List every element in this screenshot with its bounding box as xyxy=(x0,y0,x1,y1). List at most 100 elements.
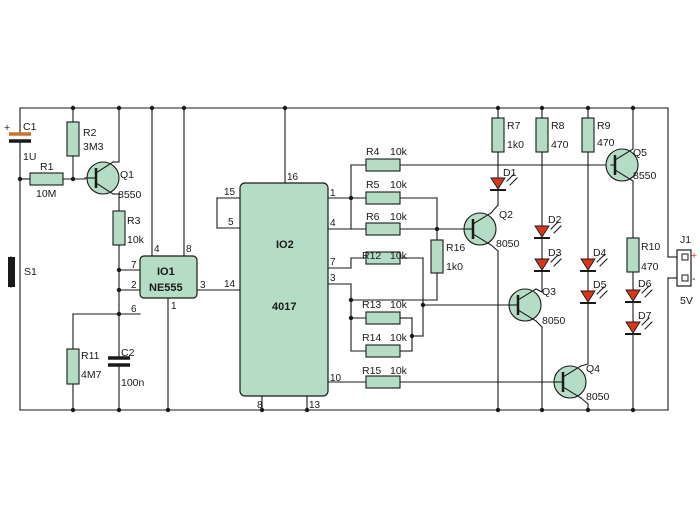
c1-value-label: 1U xyxy=(23,151,36,163)
resistor-r16: R16 1k0 xyxy=(430,239,465,301)
io2-pin14: 14 xyxy=(224,279,236,290)
switch-s1: S1 xyxy=(8,256,37,411)
q2-ref-label: Q2 xyxy=(499,209,513,221)
io2-part-label: 4017 xyxy=(272,301,296,313)
connector-j1: J1 + - 5V xyxy=(667,107,697,411)
s1-ref-label: S1 xyxy=(24,266,37,278)
io2-pin3: 3 xyxy=(330,273,336,284)
q1-ref-label: Q1 xyxy=(120,169,134,181)
r12-ref-label: R12 xyxy=(362,250,381,262)
r6-ref-label: R6 xyxy=(366,211,380,223)
r13-ref-label: R13 xyxy=(362,299,381,311)
r15-ref-label: R15 xyxy=(362,365,381,377)
transistor-q5: Q5 8550 xyxy=(605,107,657,239)
q3-ref-label: Q3 xyxy=(542,286,556,298)
q4-type-label: 8050 xyxy=(586,391,610,403)
capacitor-c1: + C1 1U xyxy=(4,107,37,261)
transistor-q4: Q4 8050 xyxy=(553,363,610,411)
io2-pin15: 15 xyxy=(224,187,236,198)
r13-value-label: 10k xyxy=(390,299,408,311)
q3-type-label: 8050 xyxy=(542,315,566,327)
q4-ref-label: Q4 xyxy=(586,363,600,375)
d2-ref-label: D2 xyxy=(548,214,562,226)
r14-ref-label: R14 xyxy=(362,332,381,344)
resistor-r4: R4 10k xyxy=(350,146,612,172)
j1-minus-label: - xyxy=(692,273,696,285)
capacitor-c2: C2 100n xyxy=(108,313,145,411)
resistor-r9: R9 470 xyxy=(581,107,615,260)
transistor-q2: Q2 8050 xyxy=(460,204,520,411)
r10-value-label: 470 xyxy=(641,261,659,273)
io1-part-label: NE555 xyxy=(149,282,183,294)
r5-value-label: 10k xyxy=(390,179,408,191)
led-d3: D3 xyxy=(534,247,562,293)
io1-pin7: 7 xyxy=(131,260,137,271)
d4-ref-label: D4 xyxy=(593,247,607,259)
r1-ref-label: R1 xyxy=(40,161,54,173)
ic-io1-ne555: IO1 NE555 4 8 7 2 6 3 1 xyxy=(131,244,206,315)
c2-value-label: 100n xyxy=(121,377,145,389)
resistor-r7: R7 1k0 xyxy=(491,107,524,179)
d7-ref-label: D7 xyxy=(638,310,652,322)
resistor-r14: R14 10k xyxy=(350,317,424,358)
io1-pin8: 8 xyxy=(186,244,192,255)
led-d1: D1 xyxy=(490,167,518,206)
transistor-q3: Q3 8050 xyxy=(508,286,566,411)
d5-ref-label: D5 xyxy=(593,279,607,291)
transistor-q1: Q1 8550 xyxy=(84,107,142,212)
io2-pin4: 4 xyxy=(330,218,336,229)
io1-ref-label: IO1 xyxy=(157,266,175,278)
resistor-r1: R1 10M xyxy=(19,161,86,200)
r9-ref-label: R9 xyxy=(597,120,611,132)
resistor-r13: R13 10k xyxy=(350,299,438,325)
d6-ref-label: D6 xyxy=(638,278,652,290)
r15-value-label: 10k xyxy=(390,365,408,377)
ic-io2-4017: IO2 4017 16 15 5 14 1 4 7 3 10 8 13 xyxy=(224,172,342,411)
io2-pin13: 13 xyxy=(309,400,321,411)
led-d7: D7 xyxy=(625,310,653,411)
supply-rails xyxy=(19,107,669,411)
io2-wiring xyxy=(216,107,308,411)
d1-ref-label: D1 xyxy=(503,167,517,179)
resistor-r5: R5 10k xyxy=(350,179,438,241)
r3-value-label: 10k xyxy=(127,234,145,246)
resistor-r3: R3 10k xyxy=(112,210,145,306)
r12-value-label: 10k xyxy=(390,250,408,262)
j1-ref-label: J1 xyxy=(680,234,691,246)
c1-plus-label: + xyxy=(4,122,10,134)
r2-value-label: 3M3 xyxy=(83,141,104,153)
j1-plus-label: + xyxy=(691,250,697,262)
r4-value-label: 10k xyxy=(390,146,408,158)
d3-ref-label: D3 xyxy=(548,247,562,259)
io1-pin6: 6 xyxy=(131,304,137,315)
r8-ref-label: R8 xyxy=(551,120,565,132)
io2-output-wiring xyxy=(327,164,352,383)
c2-ref-label: C2 xyxy=(121,347,135,359)
r9-value-label: 470 xyxy=(597,137,615,149)
r14-value-label: 10k xyxy=(390,332,408,344)
resistor-r2: R2 3M3 xyxy=(66,107,104,180)
io2-ref-label: IO2 xyxy=(276,239,294,251)
led-d5: D5 xyxy=(580,279,608,365)
io2-pin1: 1 xyxy=(330,188,336,199)
resistor-r12: R12 10k xyxy=(350,250,424,337)
io2-pin7: 7 xyxy=(330,257,336,268)
r7-ref-label: R7 xyxy=(507,120,521,132)
resistor-r8: R8 470 xyxy=(535,107,569,227)
r5-ref-label: R5 xyxy=(366,179,380,191)
c1-ref-label: C1 xyxy=(23,121,37,133)
io2-pin10: 10 xyxy=(330,373,342,384)
io2-pin8: 8 xyxy=(257,400,263,411)
led-d4: D4 xyxy=(580,247,608,292)
io1-pin3: 3 xyxy=(200,280,206,291)
r2-ref-label: R2 xyxy=(83,127,97,139)
r8-value-label: 470 xyxy=(551,139,569,151)
led-d2: D2 xyxy=(534,214,562,260)
io1-pin4: 4 xyxy=(154,244,160,255)
r11-ref-label: R11 xyxy=(81,350,100,362)
r16-value-label: 1k0 xyxy=(446,261,463,273)
r7-value-label: 1k0 xyxy=(507,139,524,151)
io2-pin16: 16 xyxy=(287,172,299,183)
